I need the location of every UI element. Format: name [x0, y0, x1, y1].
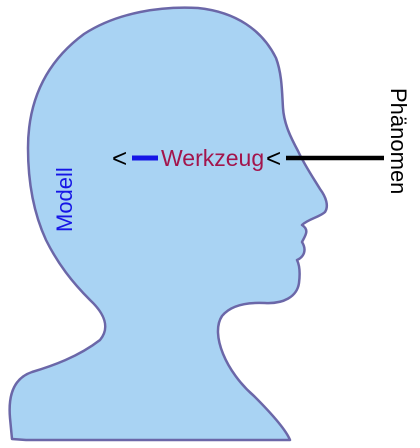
tool-label: Werkzeug [161, 145, 264, 171]
model-label: Modell [52, 167, 77, 232]
tool-arrow-head: < [266, 143, 281, 173]
model-arrow-head: < [112, 143, 127, 173]
phenomenon-label: Phänomen [386, 88, 411, 194]
